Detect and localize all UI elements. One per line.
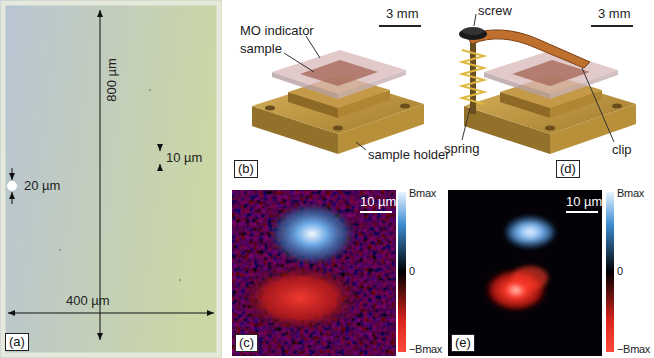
scale-label: 3 mm: [386, 7, 419, 21]
colorbar-label: 0: [617, 265, 623, 277]
panel-label: (a): [5, 333, 29, 351]
colorbar-label: Bmax: [409, 187, 436, 199]
dimension-label: 400 µm: [66, 294, 110, 308]
scale-label: 3 mm: [598, 7, 631, 21]
part-name: sample holder: [368, 148, 450, 162]
colorbar-label: 0: [409, 265, 415, 277]
dimension-label: 800 µm: [105, 58, 119, 102]
part-name: sample: [240, 42, 282, 56]
part-name: screw: [478, 4, 512, 18]
colorbar-label: −Bmax: [409, 343, 442, 355]
panel-label: (e): [451, 334, 475, 352]
colorbar-label: Bmax: [617, 187, 644, 199]
scale-label: 10 µm: [360, 195, 396, 209]
panel-label: (b): [234, 160, 258, 178]
panel-label: (c): [235, 334, 258, 352]
dimension-label: 10 µm: [166, 151, 202, 165]
dimension-label: 20 µm: [24, 179, 60, 193]
scale-label: 10 µm: [566, 195, 602, 209]
colorbar-label: −Bmax: [617, 343, 650, 355]
panel-label: (d): [556, 160, 580, 178]
part-name: MO indicator: [240, 24, 314, 38]
part-name: clip: [612, 143, 632, 157]
